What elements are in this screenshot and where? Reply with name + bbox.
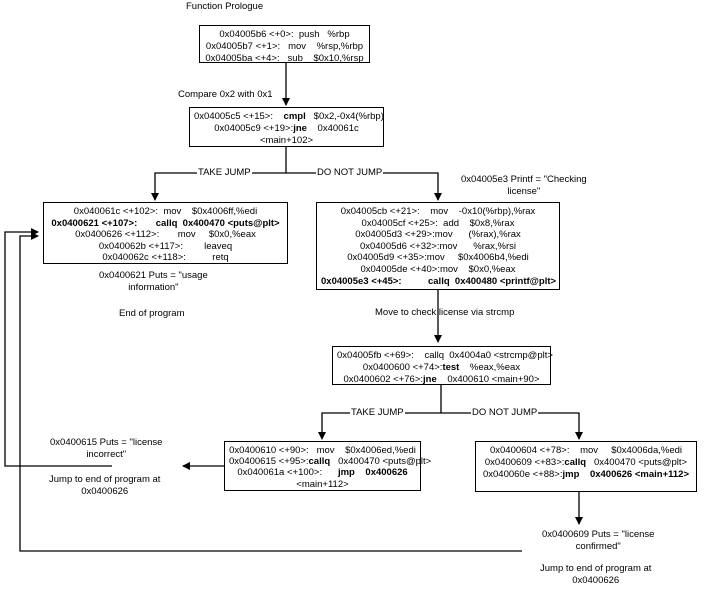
instruction-line: 0x0400615 <+95>:callq 0x400470 <puts@plt… bbox=[229, 456, 432, 468]
instruction-line: 0x0400626 <+112>: mov $0x0,%eax bbox=[75, 229, 256, 240]
jump-end-left-note-line2: 0x0400626 bbox=[81, 486, 129, 497]
block-license-confirmed: 0x0400604 <+78>: mov $0x4006da,%edi 0x04… bbox=[475, 441, 697, 492]
instruction-line: 0x04005d6 <+32>:mov %rax,%rsi bbox=[359, 240, 517, 252]
printf-note-line2: license" bbox=[507, 186, 541, 197]
end-of-program-note: End of program bbox=[119, 308, 185, 319]
instruction-line: 0x04005de <+40>:mov $0x0,%eax bbox=[360, 263, 516, 275]
block-usage-information: 0x040061c <+102>: mov $0x4006ff,%edi 0x0… bbox=[43, 202, 288, 264]
instruction-line: 0x0400609 <+83>:callq 0x400470 <puts@plt… bbox=[484, 457, 688, 468]
instruction-line: 0x04005fb <+69>: callq 0x4004a0 <strcmp@… bbox=[337, 350, 553, 361]
instruction-line: 0x040062c <+118>: retq bbox=[102, 252, 229, 263]
jump-end-left-note-line1: Jump to end of program at bbox=[49, 474, 161, 485]
printf-note: 0x04005e3 Printf = "Checking license" bbox=[461, 174, 587, 198]
instruction-line: 0x04005ba <+4>: sub $0x10,%rsp bbox=[205, 53, 364, 64]
move-check-note: Move to check license via strcmp bbox=[375, 307, 515, 318]
instruction-line: 0x0400602 <+76>:jne 0x400610 <main+90> bbox=[343, 374, 540, 385]
jump-end-right-note-line2: 0x0400626 bbox=[572, 575, 620, 586]
arrow-loop-incorrect-to-end bbox=[4, 228, 112, 467]
instruction-line: 0x04005e3 <+45>: callq 0x400480 <printf@… bbox=[321, 275, 557, 287]
jump-end-right-note-line1: Jump to end of program at bbox=[540, 563, 652, 574]
puts-usage-note: 0x0400621 Puts = "usage information" bbox=[99, 270, 208, 294]
edge-label-do-not-jump-1: DO NOT JUMP bbox=[316, 167, 384, 178]
jump-end-left-note: Jump to end of program at 0x0400626 bbox=[49, 474, 160, 498]
instruction-line: 0x040060e <+88>:jmp 0x400626 <main+112> bbox=[482, 469, 690, 480]
instruction-line: 0x04005c5 <+15>: cmpl $0x2,-0x4(%rbp) bbox=[194, 111, 384, 122]
instruction-line: 0x040062b <+117>: leaveq bbox=[98, 240, 233, 252]
instruction-line: 0x040061c <+102>: mov $0x4006ff,%edi bbox=[73, 206, 258, 217]
compare-note: Compare 0x2 with 0x1 bbox=[178, 89, 273, 100]
instruction-line: 0x04005d9 <+35>:mov $0x4006b4,%edi bbox=[347, 252, 529, 264]
instruction-line: 0x040061a <+100>: jmp 0x400626 bbox=[237, 467, 408, 479]
instruction-line: 0x04005b7 <+1>: mov %rsp,%rbp bbox=[205, 41, 364, 52]
puts-incorrect-note: 0x0400615 Puts = "license incorrect" bbox=[50, 437, 162, 461]
instruction-line: <main+102> bbox=[259, 135, 314, 146]
instruction-line: 0x04005c9 <+19>:jne 0x40061c bbox=[214, 123, 359, 134]
puts-confirmed-note-line1: 0x0400609 Puts = "license bbox=[542, 529, 655, 540]
instruction-line: 0x04005cf <+25>: add $0x8,%rax bbox=[361, 217, 515, 229]
function-prologue-label: Function Prologue bbox=[186, 1, 264, 12]
printf-note-line1: 0x04005e3 Printf = "Checking bbox=[461, 174, 587, 185]
instruction-line: 0x04005cb <+21>: mov -0x10(%rbp),%rax bbox=[340, 206, 536, 217]
block-function-prologue: 0x04005b6 <+0>: push %rbp 0x04005b7 <+1>… bbox=[199, 25, 370, 64]
instruction-line: 0x04005d3 <+29>:mov (%rax),%rax bbox=[355, 229, 521, 241]
puts-incorrect-note-line2: incorrect" bbox=[86, 449, 127, 460]
instruction-line: 0x04005b6 <+0>: push %rbp bbox=[219, 29, 350, 40]
instruction-line: 0x0400621 <+107>: callq 0x400470 <puts@p… bbox=[51, 217, 280, 229]
edge-label-do-not-jump-2: DO NOT JUMP bbox=[471, 407, 539, 418]
instruction-line: 0x0400600 <+74>:test %eax,%eax bbox=[362, 362, 521, 373]
arrow-loop-confirmed-to-end bbox=[19, 232, 522, 552]
block-compare: 0x04005c5 <+15>: cmpl $0x2,-0x4(%rbp) 0x… bbox=[189, 107, 384, 147]
edge-label-take-jump-1: TAKE JUMP bbox=[197, 167, 252, 178]
puts-incorrect-note-line1: 0x0400615 Puts = "license bbox=[50, 437, 163, 448]
block-strcmp: 0x04005fb <+69>: callq 0x4004a0 <strcmp@… bbox=[332, 346, 553, 385]
jump-end-right-note: Jump to end of program at 0x0400626 bbox=[540, 563, 651, 587]
puts-confirmed-note: 0x0400609 Puts = "license confirmed" bbox=[542, 529, 654, 553]
block-license-incorrect: 0x0400610 <+90>: mov $0x4006ed,%edi 0x04… bbox=[224, 441, 432, 491]
edge-label-take-jump-2: TAKE JUMP bbox=[350, 407, 405, 418]
block-check-license: 0x04005cb <+21>: mov -0x10(%rbp),%rax 0x… bbox=[316, 202, 560, 290]
instruction-line: 0x0400604 <+78>: mov $0x4006da,%edi bbox=[489, 445, 683, 456]
puts-usage-note-line2: information" bbox=[128, 282, 179, 293]
puts-usage-note-line1: 0x0400621 Puts = "usage bbox=[99, 270, 208, 281]
instruction-line: <main+112> bbox=[296, 478, 349, 490]
puts-confirmed-note-line2: confirmed" bbox=[575, 541, 621, 552]
instruction-line: 0x0400610 <+90>: mov $0x4006ed,%edi bbox=[229, 445, 416, 456]
